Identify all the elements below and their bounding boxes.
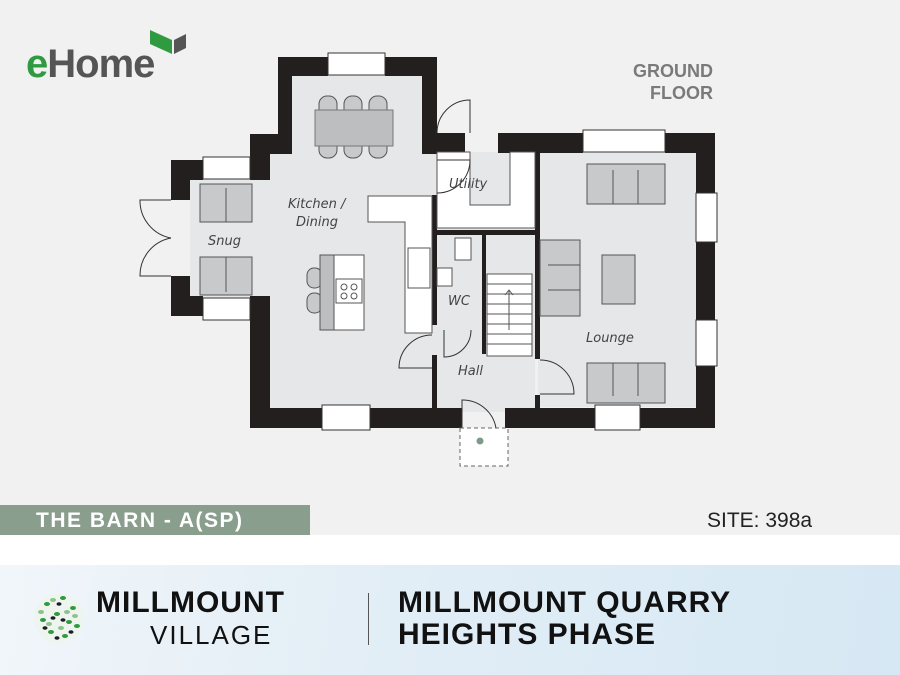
stairs xyxy=(486,273,533,357)
logo-e: e xyxy=(26,42,48,86)
room-label-kitchen-2: Dining xyxy=(296,215,338,230)
kitchen-island xyxy=(306,254,365,331)
snug-sofas xyxy=(199,183,253,296)
hob-icon xyxy=(335,278,363,304)
development-subtitle: VILLAGE xyxy=(150,620,273,650)
wc-fixtures xyxy=(436,237,472,287)
floor-plan-panel: eHome GROUND FLOOR xyxy=(0,30,813,535)
phase-name-line1: MILLMOUNT QUARRY xyxy=(398,586,732,619)
lounge-furniture xyxy=(539,163,666,404)
footer-divider xyxy=(368,593,369,645)
room-label-wc: WC xyxy=(448,294,471,309)
logo-home: Home xyxy=(47,42,155,86)
site-number: SITE: 398a xyxy=(707,509,813,532)
room-label-utility: Utility xyxy=(449,177,488,192)
development-name: MILLMOUNT xyxy=(96,586,285,619)
porch-area xyxy=(459,427,509,467)
logo-wordmark: eHome xyxy=(26,42,155,86)
floor-label: GROUND FLOOR xyxy=(600,60,713,104)
separator-band xyxy=(0,535,900,565)
floor-plan: Kitchen / Dining Snug Utility WC Hall Lo… xyxy=(139,52,718,467)
room-label-snug: Snug xyxy=(208,234,241,249)
room-label-kitchen-1: Kitchen / xyxy=(288,197,347,212)
floor-label-line2: FLOOR xyxy=(650,83,713,103)
room-label-lounge: Lounge xyxy=(586,331,634,346)
development-footer: MILLMOUNT VILLAGE MILLMOUNT QUARRY HEIGH… xyxy=(0,565,900,675)
house-type-tag: THE BARN - A(SP) xyxy=(0,505,310,535)
ehome-logo: eHome xyxy=(26,30,196,90)
porch-light-icon xyxy=(476,437,484,445)
tree-logo-icon xyxy=(34,593,84,643)
room-label-hall: Hall xyxy=(458,364,483,379)
doors xyxy=(139,99,575,429)
utility-worktop xyxy=(436,151,536,229)
sink-icon xyxy=(407,247,431,289)
kitchen-worktop xyxy=(367,195,433,334)
house-roof-icon xyxy=(150,30,186,54)
walls xyxy=(171,57,715,428)
windows xyxy=(202,52,718,431)
floor-label-line1: GROUND xyxy=(633,61,713,81)
dining-table xyxy=(314,95,394,159)
phase-name-line2: HEIGHTS PHASE xyxy=(398,618,657,651)
